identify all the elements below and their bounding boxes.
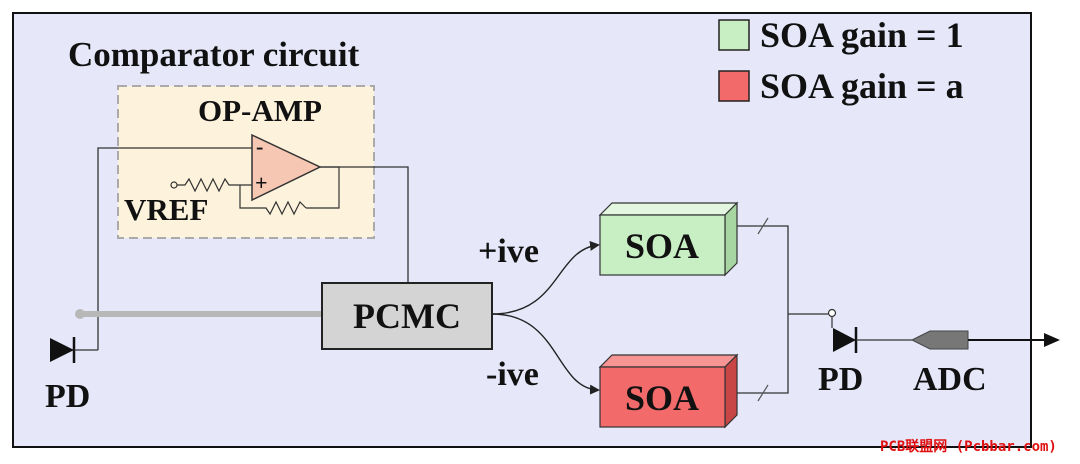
soa-bottom-label: SOA — [625, 378, 699, 418]
opamp-label: OP-AMP — [198, 93, 322, 128]
pd-left-label: PD — [45, 378, 90, 415]
watermark: PCB联盟网 (Pcbbar.com) — [880, 439, 1057, 455]
soa-top-block — [598, 201, 739, 277]
comparator-title: Comparator circuit — [68, 35, 360, 74]
legend: SOA gain = 1 SOA gain = a — [718, 15, 964, 106]
adc-label: ADC — [913, 361, 987, 398]
vref-resistor — [177, 177, 252, 193]
branch-negative — [491, 313, 600, 395]
pd-left-symbol — [50, 337, 98, 363]
opamp-minus: - — [256, 134, 263, 159]
soa-bottom-block — [598, 353, 739, 429]
pd-to-opamp-wire — [97, 147, 252, 350]
soa-top-break-mark — [757, 217, 769, 235]
pcmc-label: PCMC — [353, 296, 461, 336]
legend-swatch-gain-a — [718, 70, 750, 102]
soa-bottom-break-mark — [757, 384, 769, 402]
feedback-resistor — [239, 185, 307, 216]
opamp-plus: + — [255, 170, 268, 195]
opamp-symbol — [251, 133, 322, 202]
legend-swatch-gain-1 — [718, 19, 750, 51]
vref-label: VREF — [124, 192, 208, 227]
opamp-to-pcmc-wire — [320, 166, 409, 283]
pcmc-block — [321, 282, 493, 350]
comparator-box — [117, 85, 375, 239]
soa-top-label: SOA — [625, 226, 699, 266]
branch-positive — [491, 240, 600, 315]
pd-right-label: PD — [818, 361, 863, 398]
input-tap-node — [75, 309, 85, 319]
combiner-node — [827, 308, 837, 318]
positive-path-label: +ive — [478, 233, 539, 270]
legend-label-gain-a: SOA gain = a — [760, 66, 964, 106]
legend-label-gain-1: SOA gain = 1 — [760, 15, 964, 55]
negative-path-label: -ive — [486, 356, 539, 393]
